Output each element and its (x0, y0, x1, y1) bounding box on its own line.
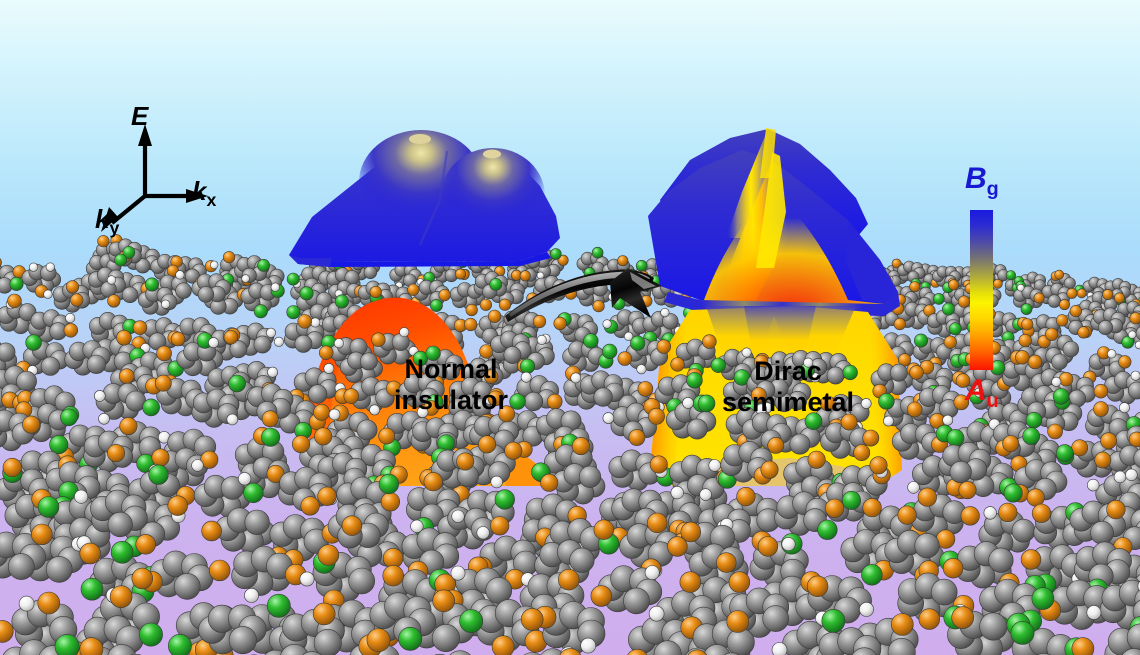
colorbar-gradient-bar (970, 210, 993, 370)
axis-label-energy: E (131, 101, 149, 131)
colorbar-bg-sub: g (986, 178, 999, 200)
label-dirac-semimetal: Dirac semimetal (721, 356, 855, 418)
axis-label-ky: ky (95, 206, 119, 238)
colorbar-label-au: Au (965, 376, 999, 412)
axis-kx-sub: x (206, 190, 217, 211)
axis-label-kx: kx (192, 178, 216, 210)
colorbar-au-sub: u (986, 390, 999, 412)
colorbar-label-bg: Bg (965, 164, 999, 200)
label-normal-insulator: Normal insulator (393, 354, 508, 416)
axis-kx-base: k (192, 176, 207, 206)
axis-ky-sub: y (109, 218, 120, 239)
colorbar-au-base: A (965, 374, 987, 407)
axis-ky-base: k (95, 204, 110, 234)
colorbar-bg-base: B (965, 162, 987, 195)
